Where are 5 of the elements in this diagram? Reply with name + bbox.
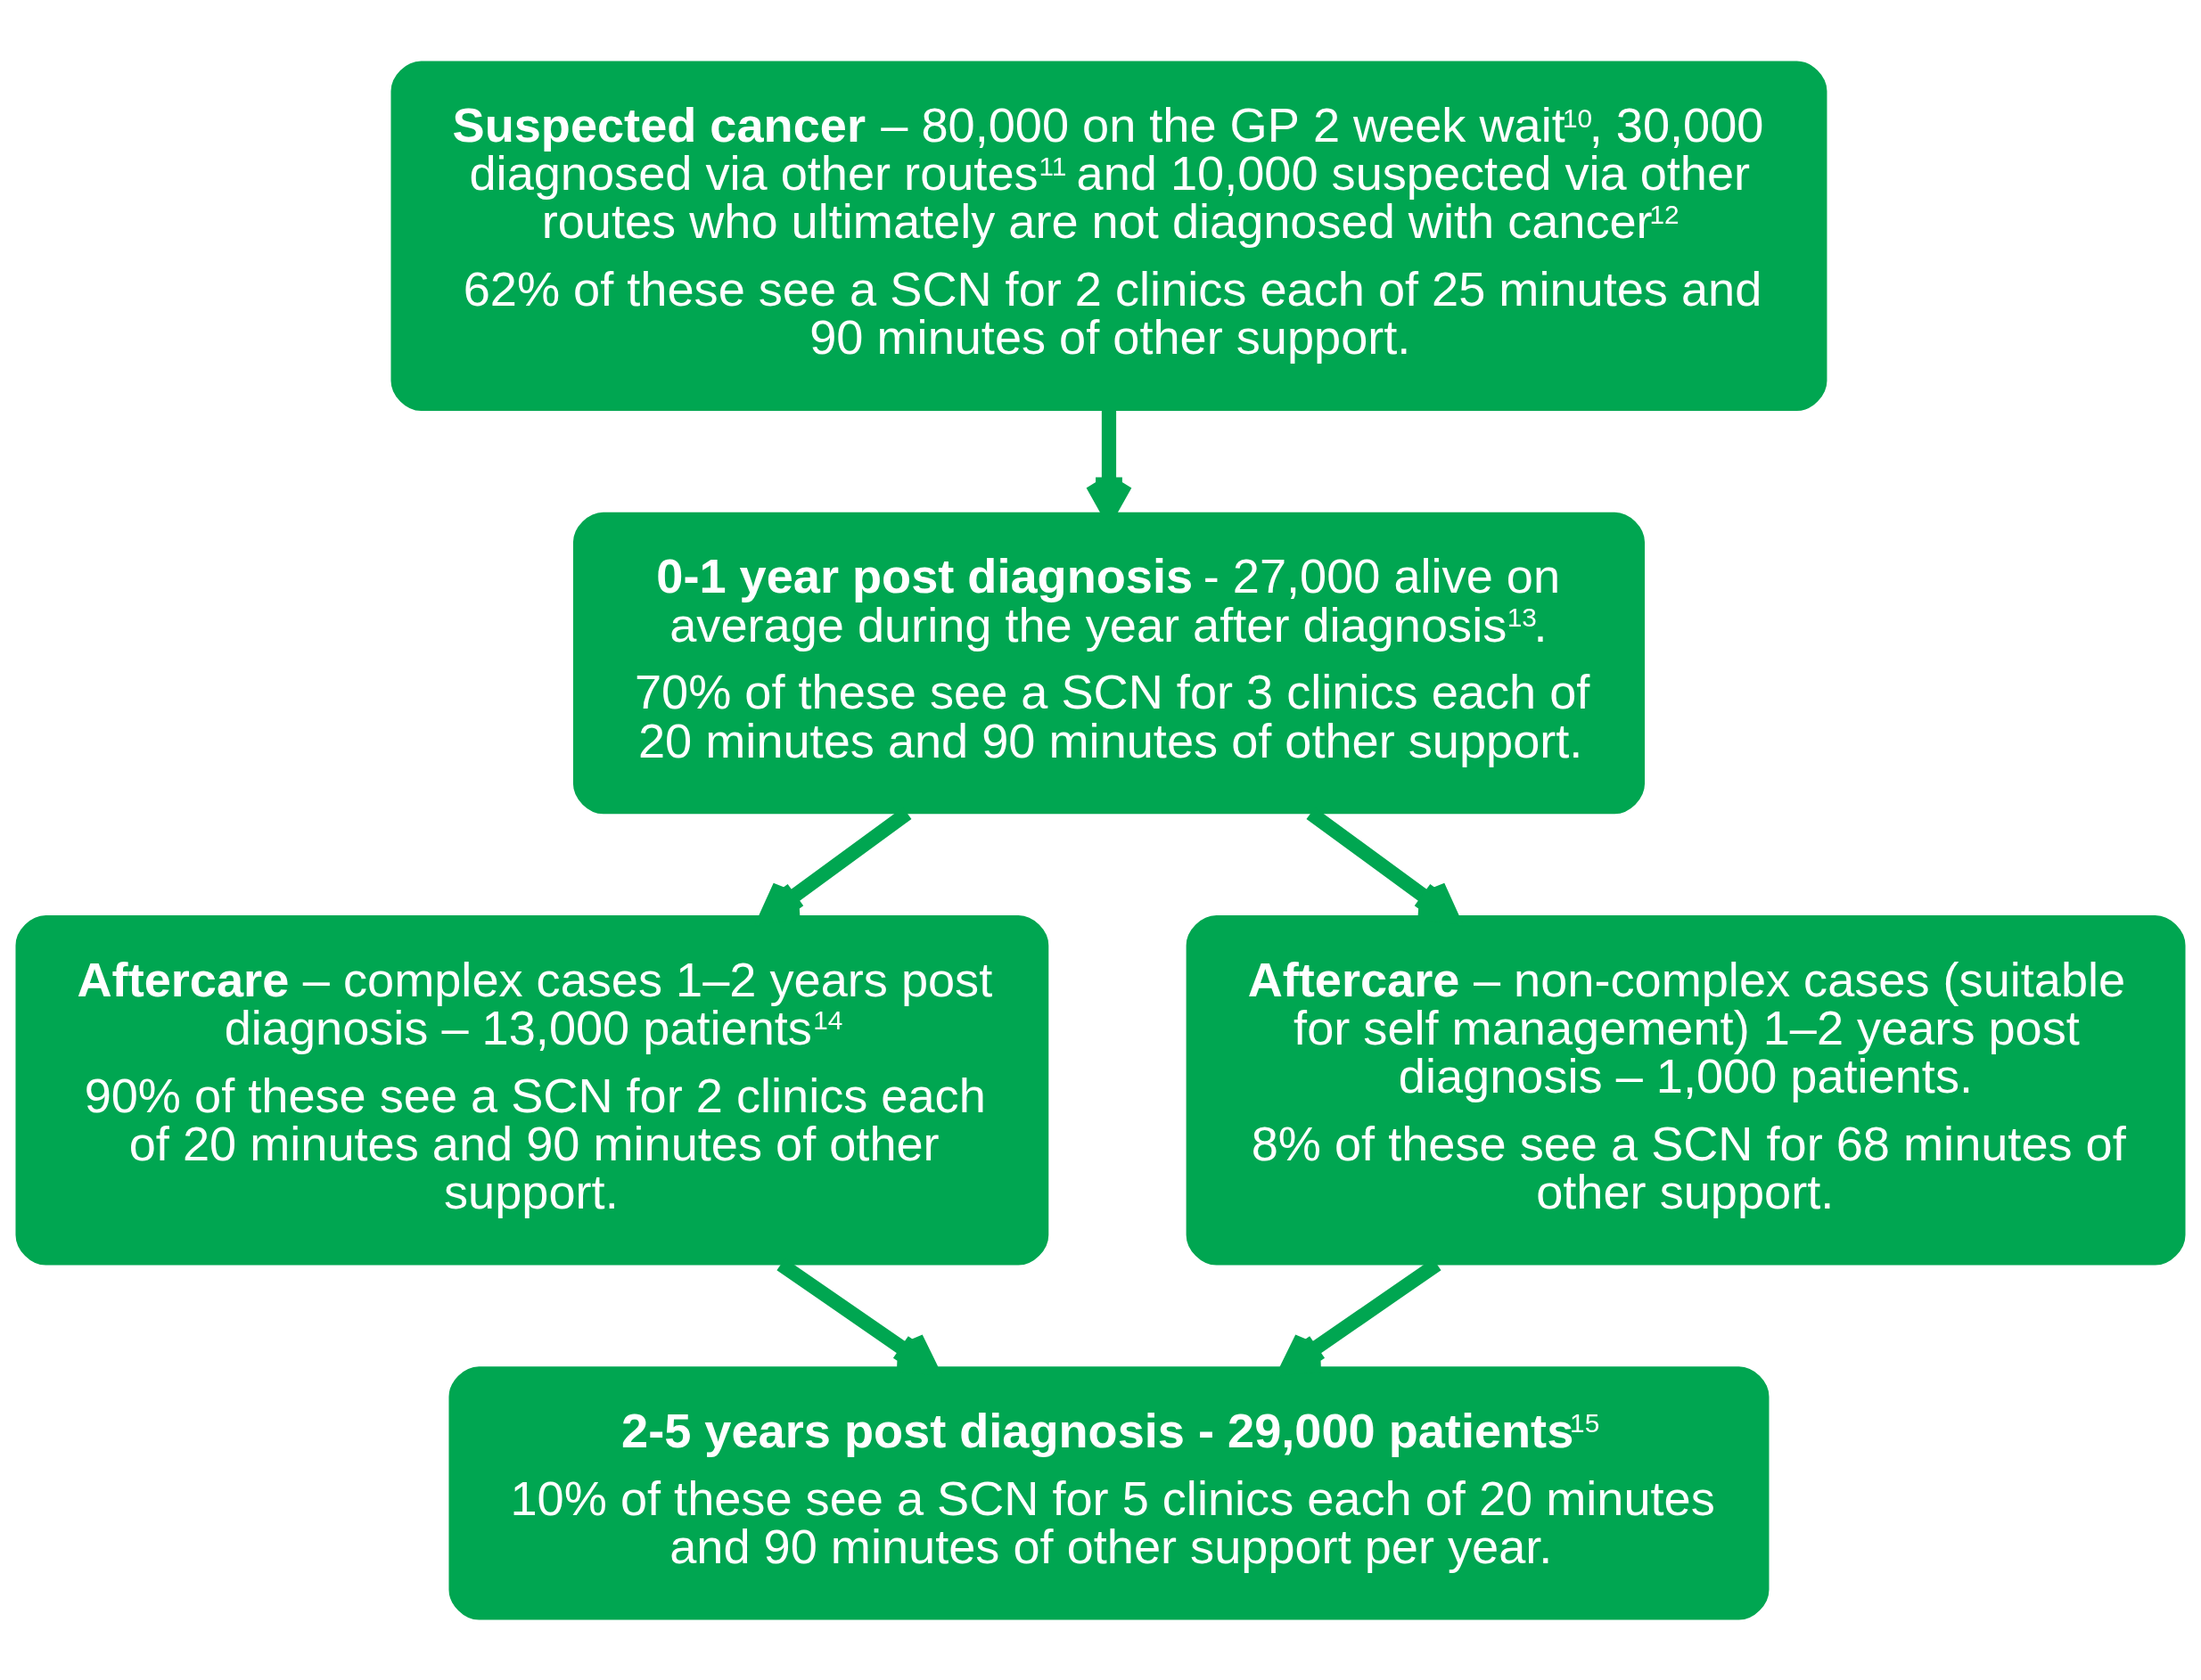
- node-box: Suspected cancer – 80,000 on the GP 2 week wait$^{10}$, 30,000 diagnosed via other routes$^{11}$ and 10,000 suspected via other routes who ultimately are not diagnosed with cancer$^{12}$ 62% of these see a SCN for 2 clinics each of 25 minutes and 90 minutes of other support.: [390, 60, 1827, 411]
- node-box: 0-1 year post diagnosis - 27,000 alive on average during the year after diagnosis$^{13}$. 70% of these see a SCN for 3 clinics each of 20 minutes and 90 minutes of other support.: [572, 512, 1646, 814]
- node-box: Aftercare – complex cases 1–2 years post diagnosis – 13,000 patients$^{14}$ 90% of these see a SCN for 2 clinics each of 20 minutes and 90 minutes of other support.: [15, 914, 1049, 1266]
- node-box: Aftercare – non-complex cases (suitable for self management) 1–2 years post diagnosis – 1,000 patients. 8% of these see a SCN for 68 minutes of other support.: [1186, 914, 2186, 1266]
- node-box: 2-5 years post diagnosis - 29,000 patients$^{15}$ 10% of these see a SCN for 5 clinics each of 20 minutes and 90 minutes of other support per year.: [448, 1365, 1770, 1620]
